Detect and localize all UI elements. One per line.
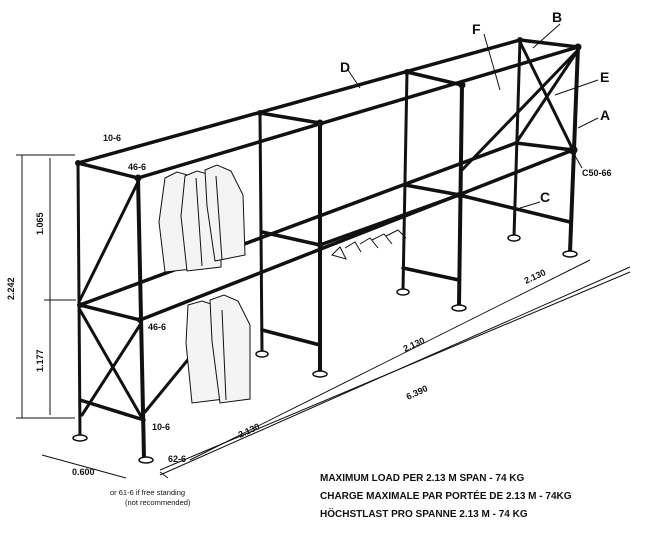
- label-b: B: [552, 9, 562, 25]
- low-rails: [78, 193, 572, 422]
- label-46-6-mid: 46-6: [148, 322, 166, 332]
- label-e: E: [600, 69, 609, 85]
- dim-span-1: 2.130: [237, 421, 262, 440]
- label-10-6-top: 10-6: [103, 133, 121, 143]
- dim-lower-height: 1.177: [35, 349, 45, 372]
- hanging-jackets-lower: [185, 294, 251, 404]
- feet: [72, 234, 578, 464]
- middle-rails: [78, 141, 575, 322]
- dimension-lines: [16, 154, 631, 479]
- dim-total-length: 6.390: [405, 383, 430, 402]
- dim-total-height: 2.242: [6, 277, 16, 300]
- load-info-en: MAXIMUM LOAD PER 2.13 M SPAN - 74 KG: [320, 473, 525, 484]
- fitting-note: or 61-6 if free standing (not recommende…: [110, 488, 191, 507]
- label-10-6-bottom: 10-6: [152, 422, 170, 432]
- dim-depth: 0.600: [72, 467, 95, 477]
- empty-hangers: [331, 229, 407, 260]
- label-a: A: [600, 107, 610, 123]
- load-info-fr: CHARGE MAXIMALE PAR PORTÉE DE 2.13 M - 7…: [320, 491, 572, 502]
- label-46-6-top: 46-6: [128, 162, 146, 172]
- dim-upper-height: 1.065: [35, 212, 45, 235]
- top-rails: [76, 38, 580, 180]
- note-not-recommended: (not recommended): [125, 498, 191, 507]
- load-info-de: HÖCHSTLAST PRO SPANNE 2.13 M - 74 KG: [320, 509, 528, 520]
- part-labels: B F E A C D C50-66 10-6 46-6 46-6 10-6 6…: [103, 9, 612, 464]
- hanging-jackets-upper: [158, 164, 246, 273]
- leader-lines: [347, 23, 599, 209]
- label-d: D: [340, 59, 350, 75]
- label-c50-66: C50-66: [582, 168, 612, 178]
- joints: [75, 37, 582, 323]
- diagonal-braces: [78, 40, 580, 420]
- rack-frame: [72, 37, 582, 464]
- label-62-6: 62-6: [168, 454, 186, 464]
- load-info: MAXIMUM LOAD PER 2.13 M SPAN - 74 KG CHA…: [320, 470, 650, 524]
- label-f: F: [472, 21, 481, 37]
- label-c: C: [540, 189, 550, 205]
- dim-span-2: 2.130: [402, 335, 427, 354]
- note-free-standing: or 61-6 if free standing: [110, 488, 185, 497]
